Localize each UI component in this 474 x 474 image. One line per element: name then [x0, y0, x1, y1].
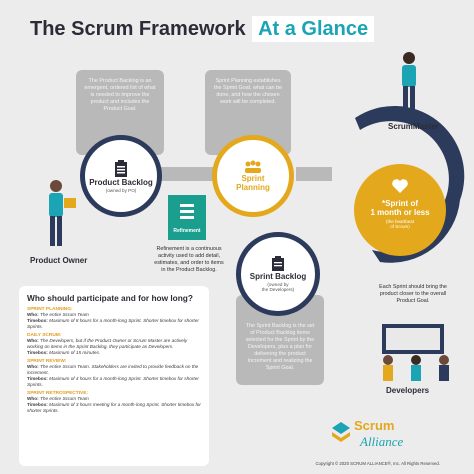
sprint-arc [355, 105, 465, 263]
scrum-master-label: ScrumMaster [388, 122, 439, 131]
title-accent: At a Glance [252, 16, 375, 42]
sprint-backlog-sublabel-2: the Developers) [261, 287, 295, 292]
scrum-alliance-logo: Scrum Alliance [330, 416, 440, 452]
product-backlog-sublabel: (owned by PO) [105, 187, 137, 193]
sprint-planning-label-2: Planning [236, 183, 270, 192]
section-title: SPRINT REVIEW: [27, 359, 67, 364]
sprint-label-2: 1 month or less [370, 208, 430, 217]
developers-label: Developers [386, 386, 430, 395]
section-who: Who: The entire Scrum Team [27, 312, 89, 317]
product-owner-figure [49, 180, 76, 246]
sprint-planning-label-1: Sprint [241, 174, 265, 183]
logo-text-1: Scrum [354, 418, 395, 433]
team-icon [245, 160, 261, 173]
product-backlog-circle: Product Backlog (owned by PO) [80, 135, 162, 217]
product-owner-label: Product Owner [30, 256, 88, 265]
refinement-label: Refinement [173, 228, 201, 234]
section-title: DAILY SCRUM: [27, 333, 62, 338]
developers-figure [382, 324, 449, 381]
sprint-backlog-sublabel-1: (owned by [267, 282, 289, 287]
logo-mark-icon [332, 422, 350, 442]
sprint-planning-circle: Sprint Planning [212, 135, 294, 217]
sprint-backlog-circle: Sprint Backlog (owned by the Developers) [236, 232, 320, 316]
product-backlog-description: The Product Backlog is an emergent, orde… [84, 78, 156, 112]
section-daily-scrum: DAILY SCRUM: Who: The Developers, but if… [27, 333, 201, 356]
sprint-description: Each Sprint should bring the product clo… [379, 284, 447, 304]
sprint-sub-2: of Scrum) [390, 224, 410, 229]
list-icon [172, 202, 202, 222]
section-timebox: Timebox: Maximum of 8 hours for a month-… [27, 318, 199, 329]
band-2 [296, 167, 332, 181]
sprint-circle [354, 164, 446, 256]
product-backlog-card [76, 70, 164, 155]
section-timebox: Timebox: Maximum of 15 minutes. [27, 350, 101, 355]
page-title: The Scrum Framework At a Glance [30, 16, 390, 54]
section-timebox: Timebox: Maximum of 4 hours for a month-… [27, 376, 199, 387]
title-main: The Scrum Framework [30, 18, 246, 40]
participation-card: Who should participate and for how long?… [19, 286, 209, 466]
heart-icon [392, 179, 408, 193]
scrum-master-figure [402, 52, 416, 112]
sprint-label-1: *Sprint of [382, 199, 418, 208]
sprint-backlog-description: The Sprint Backlog is the set of Product… [245, 323, 315, 371]
clipboard-icon [272, 256, 284, 271]
sprint-backlog-label: Sprint Backlog [249, 272, 307, 281]
section-sprint-review: SPRINT REVIEW: Who: The entire Scrum Tea… [27, 359, 201, 388]
participation-heading: Who should participate and for how long? [27, 293, 193, 303]
logo-text-2: Alliance [360, 434, 404, 449]
section-who: Who: The Developers, but if the Product … [27, 338, 188, 349]
band-1 [160, 167, 220, 181]
section-title: SPRINT PLANNING: [27, 307, 73, 312]
refinement-description: Refinement is a continuous activity used… [154, 246, 224, 273]
product-backlog-label: Product Backlog [89, 177, 153, 187]
section-sprint-planning: SPRINT PLANNING: Who: The entire Scrum T… [27, 307, 201, 330]
section-timebox: Timebox: Maximum of 3 hours meeting for … [27, 402, 201, 413]
section-who: Who: The entire Scrum Team. Stakeholders… [27, 364, 199, 375]
sprint-sub-1: (the heartbeat [385, 219, 415, 224]
copyright: Copyright © 2020 SCRUM ALLIANCE®, Inc. A… [315, 461, 440, 466]
sprint-planning-description: Sprint Planning establishes the Sprint G… [213, 78, 283, 105]
sprint-content: *Sprint of 1 month or less (the heartbea… [360, 178, 440, 229]
clipboard-icon [115, 159, 127, 177]
section-sprint-retrospective: SPRINT RETROSPECTIVE: Who: The entire Sc… [27, 391, 201, 414]
section-who: Who: The entire Scrum Team [27, 396, 89, 401]
sprint-backlog-card [236, 295, 324, 385]
section-title: SPRINT RETROSPECTIVE: [27, 391, 89, 396]
sprint-planning-card [205, 70, 291, 155]
